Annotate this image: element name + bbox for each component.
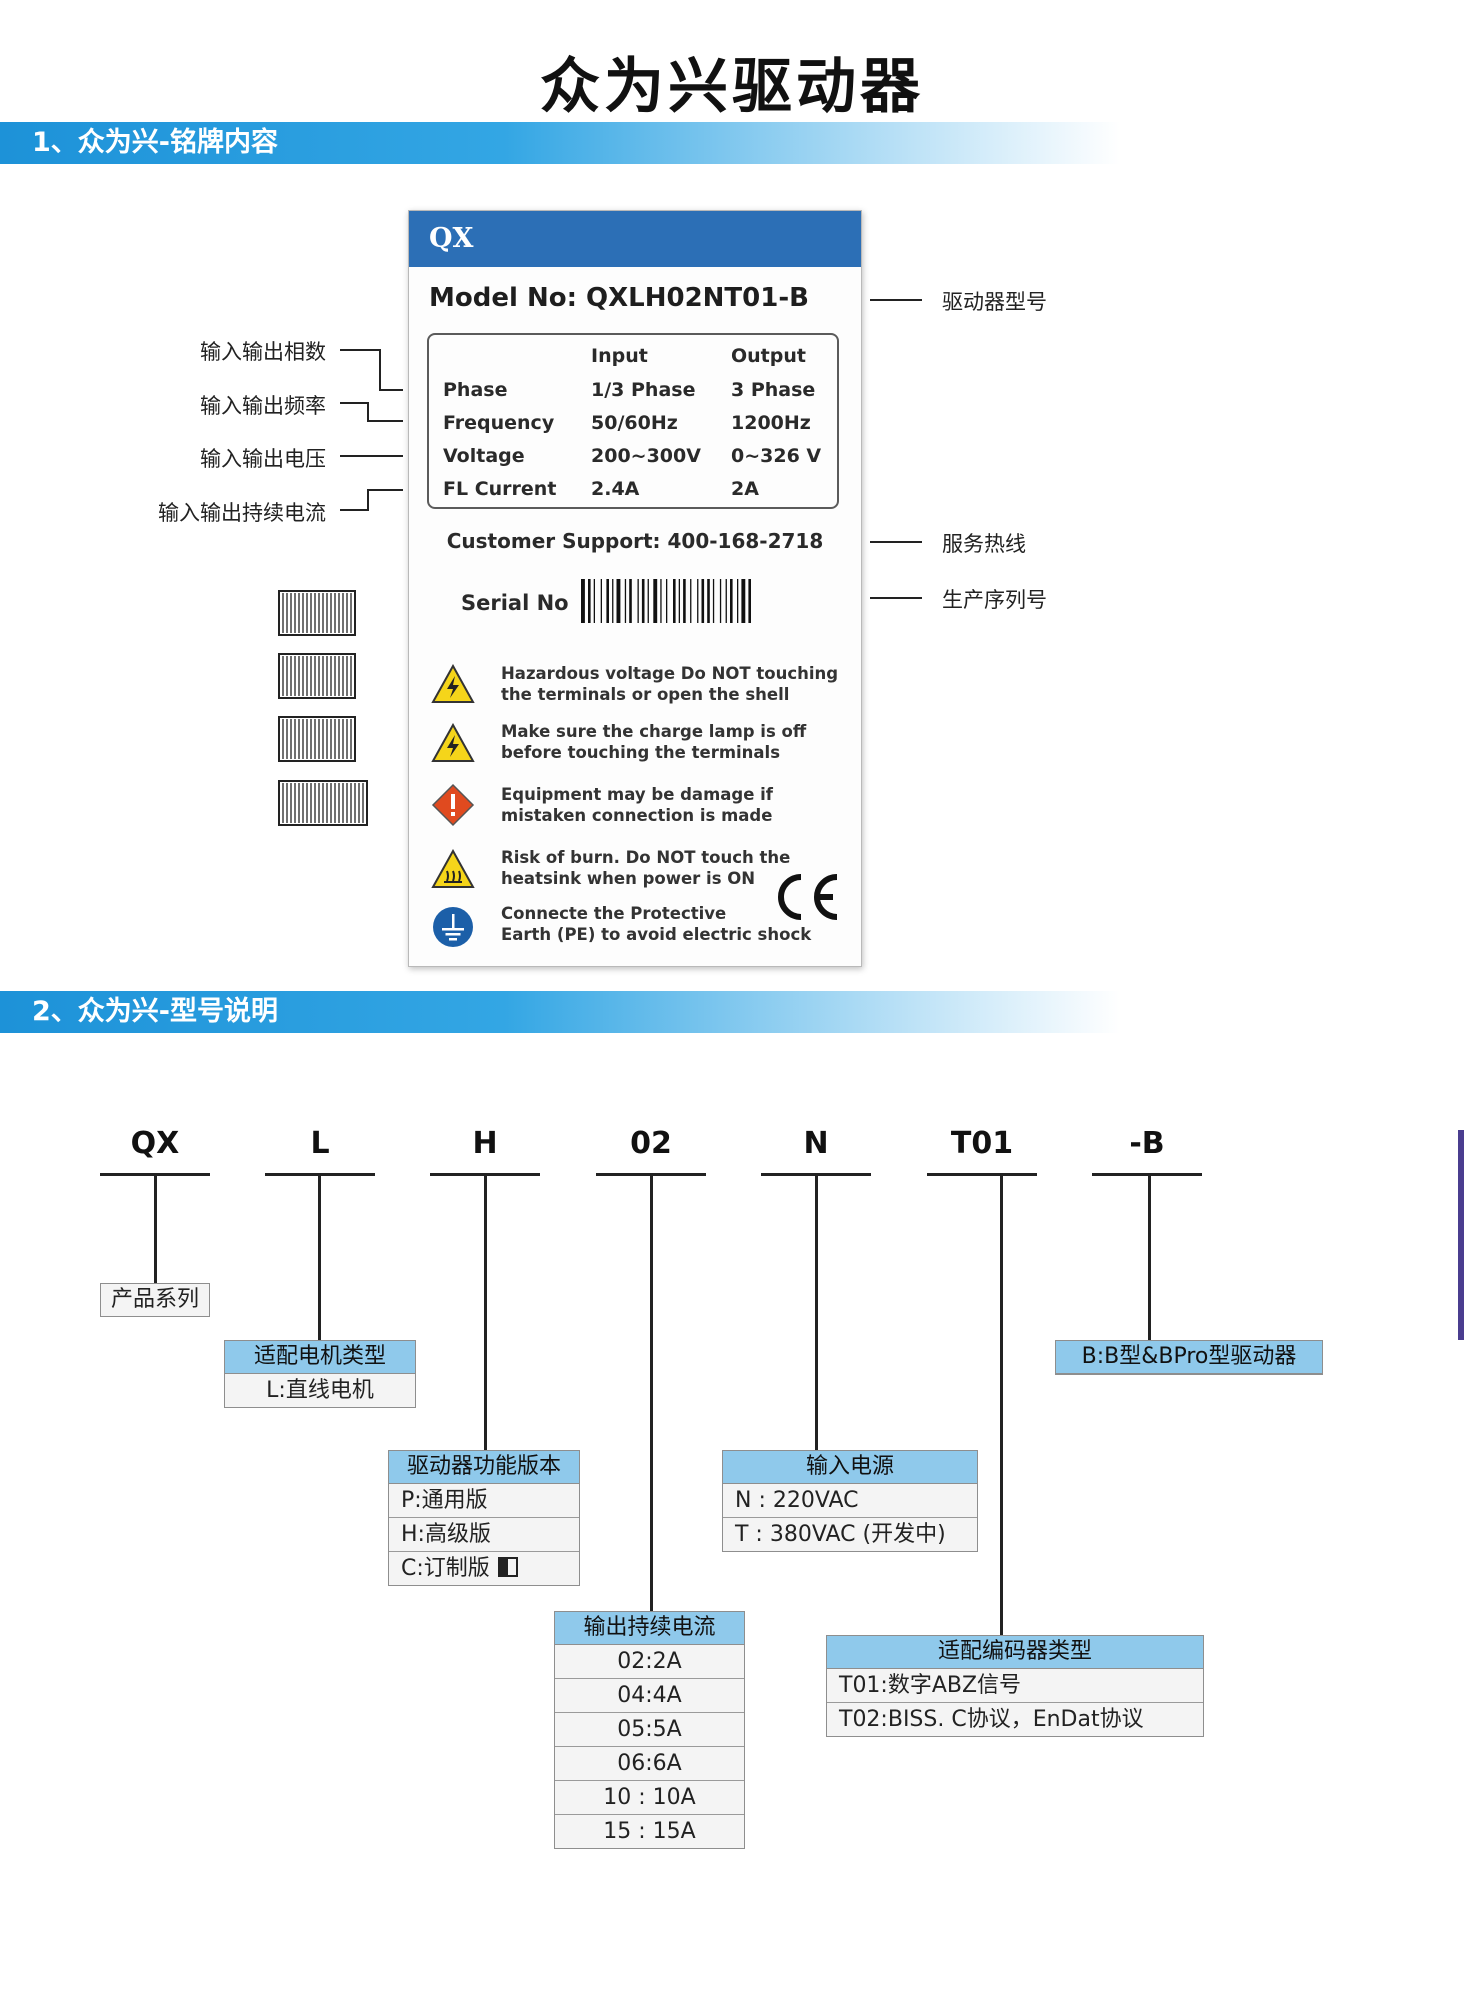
code-l: L <box>310 1126 330 1161</box>
ground-icon <box>433 907 473 947</box>
annotation-hotline: 服务热线 <box>942 532 1026 556</box>
heatsink-icon <box>278 653 356 699</box>
code-02: 02 <box>630 1126 672 1161</box>
table-row: C:订制版 <box>389 1552 579 1585</box>
exclamation-diamond-icon <box>431 783 475 827</box>
series-box: 产品系列 <box>100 1283 210 1317</box>
table-header: B:B型&BPro型驱动器 <box>1056 1341 1322 1374</box>
page-edge-accent <box>1458 1130 1464 1340</box>
table-row: T : 380VAC (开发中) <box>723 1518 977 1551</box>
table-header: 适配编码器类型 <box>827 1636 1203 1669</box>
spec-output: 1200Hz <box>731 412 811 434</box>
spec-input: 1/3 Phase <box>591 379 696 401</box>
warning-line: Earth (PE) to avoid electric shock <box>501 925 812 944</box>
lightning-warning-icon <box>431 723 475 762</box>
spec-label: Phase <box>443 379 508 401</box>
customer-support: Customer Support: 400-168-2718 <box>446 529 824 553</box>
spec-input: 2.4A <box>591 478 640 500</box>
table-row: H:高级版 <box>389 1518 579 1552</box>
code-t01: T01 <box>950 1126 1014 1161</box>
encoder-table: 适配编码器类型 T01:数字ABZ信号 T02:BISS. C协议，EnDat协… <box>826 1635 1204 1737</box>
spec-output: 0~326 V <box>731 445 822 467</box>
code-qx: QX <box>130 1126 180 1161</box>
spec-label: FL Current <box>443 478 557 500</box>
table-header: 驱动器功能版本 <box>389 1451 579 1484</box>
spec-label: Frequency <box>443 412 555 434</box>
spec-output: 3 Phase <box>731 379 816 401</box>
type-b-box: B:B型&BPro型驱动器 <box>1055 1340 1323 1375</box>
annotation-model: 驱动器型号 <box>942 290 1047 314</box>
heatsink-icon <box>278 780 368 826</box>
spec-table: Input Output Phase 1/3 Phase 3 Phase Fre… <box>427 333 839 509</box>
table-row: 15 : 15A <box>555 1815 744 1848</box>
motor-type-table: 适配电机类型 L:直线电机 <box>224 1340 416 1408</box>
table-row: 05:5A <box>555 1713 744 1747</box>
warning-line: Equipment may be damage if <box>501 785 773 804</box>
ce-mark-logo: CE <box>778 874 838 920</box>
table-row: T02:BISS. C协议，EnDat协议 <box>827 1703 1203 1736</box>
spec-input: 200~300V <box>591 445 701 467</box>
table-row: 10 : 10A <box>555 1781 744 1815</box>
spec-label: Voltage <box>443 445 525 467</box>
warning-line: before touching the terminals <box>501 743 781 762</box>
annotation-current: 输入输出持续电流 <box>158 501 326 525</box>
table-header: 适配电机类型 <box>225 1341 415 1374</box>
warning-line: Risk of burn. Do NOT touch the <box>501 848 791 867</box>
heatsink-icon <box>278 590 356 636</box>
barcode <box>581 579 751 623</box>
version-table: 驱动器功能版本 P:通用版 H:高级版 C:订制版 <box>388 1450 580 1586</box>
power-table: 输入电源 N : 220VAC T : 380VAC (开发中) <box>722 1450 978 1552</box>
spec-header-input: Input <box>591 345 648 367</box>
table-row: L:直线电机 <box>225 1374 415 1407</box>
heatsink-icon <box>278 716 356 762</box>
current-table: 输出持续电流 02:2A 04:4A 05:5A 06:6A 10 : 10A … <box>554 1611 745 1849</box>
spec-input: 50/60Hz <box>591 412 678 434</box>
lightning-warning-icon <box>431 664 475 703</box>
spec-output: 2A <box>731 478 759 500</box>
code-n: N <box>803 1126 829 1161</box>
annotation-frequency: 输入输出频率 <box>200 394 326 418</box>
checkbox-icon <box>497 1557 518 1577</box>
page-title: 众为兴驱动器 <box>540 52 924 122</box>
table-row: 06:6A <box>555 1747 744 1781</box>
table-row: T01:数字ABZ信号 <box>827 1669 1203 1703</box>
nameplate-brand: QX <box>409 211 861 267</box>
code-b: -B <box>1129 1126 1165 1161</box>
table-header: 输出持续电流 <box>555 1612 744 1645</box>
table-row: 02:2A <box>555 1645 744 1679</box>
spec-header-output: Output <box>731 345 806 367</box>
warning-line: Connecte the Protective <box>501 904 727 923</box>
nameplate: QX Model No: QXLH02NT01-B Input Output P… <box>408 210 862 967</box>
annotation-voltage: 输入输出电压 <box>200 447 326 471</box>
warning-line: the terminals or open the shell <box>501 685 790 704</box>
section-header-model: 2、众为兴-型号说明 <box>0 991 1120 1033</box>
warning-line: mistaken connection is made <box>501 806 773 825</box>
code-h: H <box>472 1126 498 1161</box>
serial-label: Serial No <box>461 591 569 615</box>
annotation-phase: 输入输出相数 <box>200 340 326 364</box>
table-row: 04:4A <box>555 1679 744 1713</box>
warning-line: heatsink when power is ON <box>501 869 756 888</box>
annotation-serial: 生产序列号 <box>942 588 1047 612</box>
model-number: Model No: QXLH02NT01-B <box>429 283 809 313</box>
warning-line: Make sure the charge lamp is off <box>501 722 807 741</box>
warning-line: Hazardous voltage Do NOT touching <box>501 664 839 683</box>
hot-surface-warning-icon <box>431 849 475 888</box>
section-header-nameplate: 1、众为兴-铭牌内容 <box>0 122 1120 164</box>
table-row: N : 220VAC <box>723 1484 977 1518</box>
table-row: P:通用版 <box>389 1484 579 1518</box>
table-header: 输入电源 <box>723 1451 977 1484</box>
